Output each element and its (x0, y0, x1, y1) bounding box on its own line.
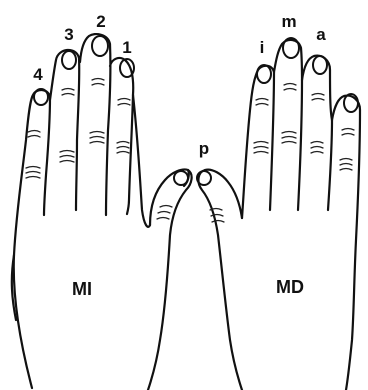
nail-finger-m (283, 38, 299, 58)
nail-finger-a (313, 56, 327, 74)
nail-finger-3 (62, 51, 76, 69)
label-finger-3: 3 (64, 25, 73, 44)
label-finger-i: i (260, 38, 265, 57)
label-finger-2: 2 (96, 12, 105, 31)
right-hand-creases (210, 84, 354, 223)
nail-finger-i (257, 65, 271, 83)
label-thumb-p: p (199, 139, 209, 158)
label-left-hand: MI (72, 279, 92, 299)
label-finger-m: m (281, 12, 296, 31)
right-hand-drawing (198, 40, 360, 390)
label-finger-a: a (316, 25, 326, 44)
label-finger-1: 1 (122, 38, 131, 57)
nail-finger-2 (92, 36, 108, 56)
label-finger-4: 4 (33, 65, 43, 84)
label-right-hand: MD (276, 277, 304, 297)
nail-left-thumb (174, 171, 188, 185)
nail-finger-4 (34, 89, 48, 105)
